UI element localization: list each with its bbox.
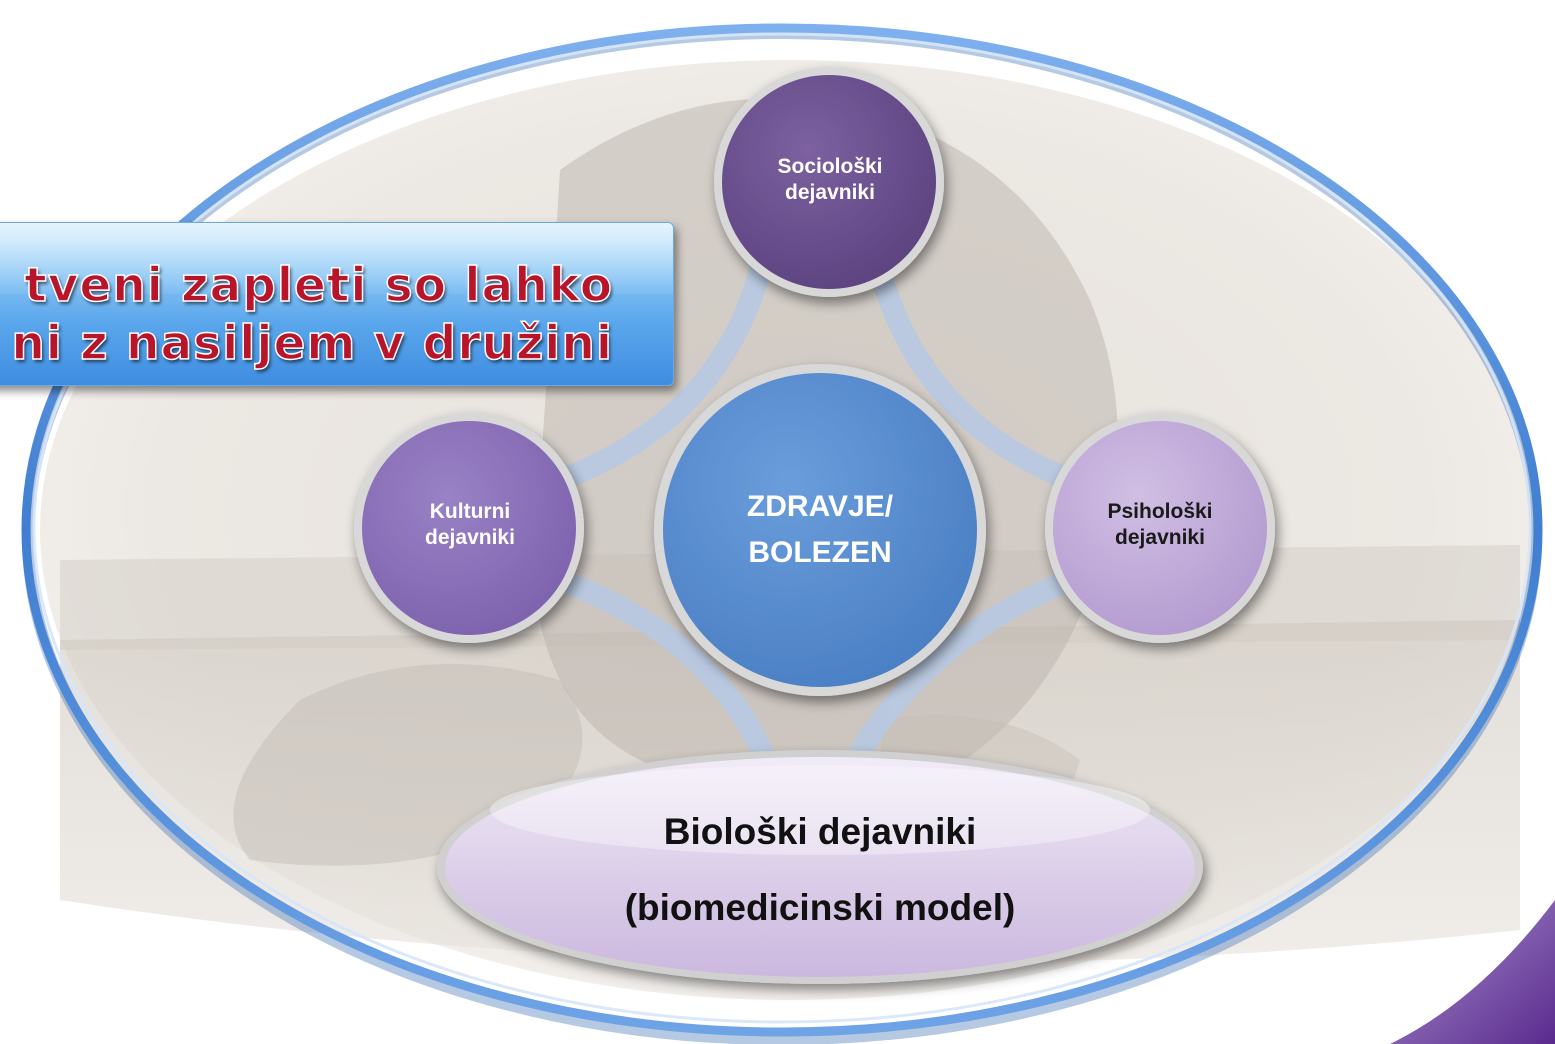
label-cultural: Kulturni dejavniki: [355, 485, 585, 565]
label-sociological: Sociološki dejavniki: [715, 140, 945, 220]
node-sociological: [714, 67, 944, 297]
label-sociological-line-1: Sociološki: [777, 154, 883, 178]
outer-ring: [21, 23, 1543, 1044]
label-biological: Biološki dejavniki (biomedicinski model): [470, 770, 1170, 970]
title-line-1: tveni zapleti so lahko: [23, 257, 613, 314]
connector-psih-bio: [839, 569, 1081, 781]
label-psychological-line-1: Psihološki: [1107, 499, 1213, 523]
node-center: [654, 364, 986, 696]
node-biological: [437, 750, 1203, 984]
connector-soc-kult: [549, 259, 771, 491]
label-cultural-line-1: Kulturni: [429, 499, 511, 523]
label-cultural-line-2: dejavniki: [425, 526, 515, 549]
label-biological-line-1: Biološki dejavniki: [663, 811, 977, 853]
label-psychological: Psihološki dejavniki: [1045, 485, 1275, 565]
label-biological-line-2: (biomedicinski model): [624, 887, 1016, 928]
connectors: [549, 259, 1081, 781]
node-psychological: [1045, 413, 1275, 643]
node-cultural: [354, 413, 584, 643]
banner-gloss: [0, 223, 673, 295]
corner-swoosh: [1390, 900, 1555, 1044]
label-center-line-2: BOLEZEN: [748, 536, 892, 569]
connector-soc-psih: [869, 259, 1081, 491]
label-center-line-1: ZDRAVJE/: [746, 489, 894, 523]
title-banner: tveni zapleti so lahko ni z nasiljem v d…: [0, 222, 674, 386]
slide-title: tveni zapleti so lahko ni z nasiljem v d…: [0, 257, 613, 373]
title-line-2: ni z nasiljem v družini: [11, 315, 613, 372]
label-sociological-line-2: dejavniki: [785, 181, 875, 204]
label-psychological-line-2: dejavniki: [1115, 526, 1205, 549]
connector-kult-bio: [549, 569, 781, 781]
label-center: ZDRAVJE/ BOLEZEN: [660, 460, 980, 600]
